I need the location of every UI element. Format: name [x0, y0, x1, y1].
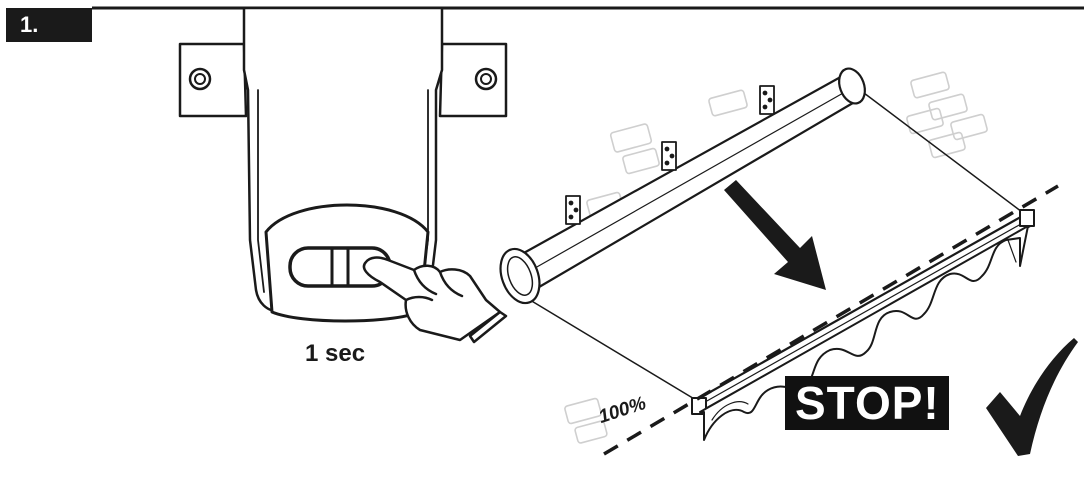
screw-icon	[474, 67, 498, 91]
motor-housing-icon	[178, 6, 508, 323]
wall-bricks	[564, 71, 988, 444]
down-arrow-icon	[724, 180, 826, 290]
step-badge: 1.	[6, 8, 92, 42]
screw-icon	[188, 67, 212, 91]
step-number: 1.	[20, 12, 39, 37]
extension-line	[603, 184, 1059, 456]
pointing-hand-icon	[362, 256, 508, 344]
awning	[499, 67, 1035, 441]
check-mark-icon	[986, 338, 1078, 456]
stop-label: STOP!	[795, 377, 940, 429]
stop-badge: STOP!	[785, 376, 949, 430]
press-duration: 1 sec	[305, 340, 366, 367]
